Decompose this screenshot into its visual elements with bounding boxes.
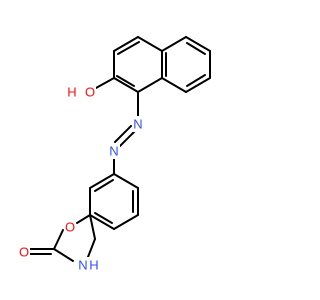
bond: [119, 129, 137, 147]
bond: [89, 214, 115, 230]
azo-nitrogen-lower-label: N: [109, 144, 118, 159]
bond: [114, 125, 132, 143]
bond: [113, 173, 139, 189]
atom-label-background: [84, 84, 96, 100]
atom-label-background: [77, 257, 89, 273]
hydroxyl-hydrogen-label: H: [67, 85, 76, 100]
bond: [137, 77, 163, 93]
bond: [185, 36, 211, 52]
bond: [161, 36, 187, 52]
bond: [113, 77, 139, 93]
atom-label-background: [108, 143, 120, 159]
bond: [94, 212, 113, 224]
azo-nitrogen-upper-label: N: [133, 117, 142, 132]
bond: [76, 214, 91, 224]
ring-oxygen-label: O: [65, 220, 75, 235]
atom-label-background: [132, 116, 144, 132]
bond: [161, 77, 187, 93]
atom-label-background: [66, 84, 78, 100]
bond: [186, 74, 206, 87]
bond: [94, 179, 114, 192]
bond: [89, 173, 115, 189]
atom-label-background: [88, 257, 100, 273]
bond: [117, 41, 140, 55]
bond: [53, 248, 74, 262]
hydroxyl-oxygen-label: O: [85, 85, 95, 100]
bond: [113, 36, 139, 52]
ring-nh-hydrogen-label: H: [89, 258, 98, 273]
bond: [53, 229, 64, 250]
carbonyl-oxygen-label: O: [19, 245, 29, 260]
bond: [87, 238, 96, 258]
bond: [95, 77, 115, 89]
atom-label-background: [64, 219, 76, 235]
bond: [185, 77, 211, 93]
bond: [116, 75, 135, 87]
bond: [137, 36, 163, 52]
bond: [113, 214, 139, 230]
bond: [89, 214, 96, 240]
atom-label-background: [18, 244, 30, 260]
bond: [186, 42, 206, 55]
ring-nh-nitrogen-label: N: [78, 258, 87, 273]
bond-layer: [29, 36, 211, 262]
